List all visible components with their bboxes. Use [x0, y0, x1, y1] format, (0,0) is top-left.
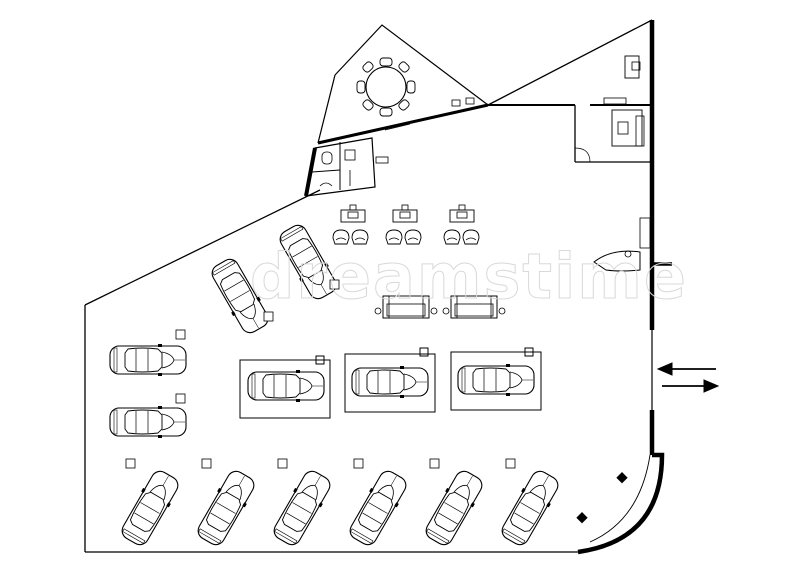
car-top-view-icon — [420, 466, 488, 550]
wall-diagonal-north — [487, 19, 653, 106]
chair-icon — [443, 229, 461, 245]
car-top-view-icon — [344, 466, 412, 550]
car-top-view-icon — [274, 220, 342, 304]
chair-icon — [332, 229, 350, 245]
car-top-view-icon — [457, 363, 535, 397]
arrow-right-icon — [662, 379, 720, 393]
car-top-view-icon — [206, 254, 274, 338]
car-top-view-icon — [247, 369, 325, 403]
chair-icon — [404, 229, 422, 245]
reception-counter — [593, 250, 641, 272]
car-top-view-icon — [268, 466, 336, 550]
car-top-view-icon — [116, 466, 184, 550]
column-2 — [576, 512, 588, 524]
curved-corner-wall — [577, 452, 665, 555]
lounge-sofa — [442, 295, 506, 319]
cars — [109, 220, 564, 550]
meeting-room — [317, 24, 489, 145]
chair-icon — [385, 229, 403, 245]
restroom-block — [304, 137, 389, 197]
outer-walls — [84, 19, 672, 555]
car-top-view-icon — [109, 343, 187, 377]
round-table-icon — [356, 57, 416, 117]
desk-icon — [340, 204, 366, 223]
display-platforms — [239, 347, 542, 419]
sales-desks — [332, 204, 480, 245]
column-1 — [616, 472, 628, 484]
desk-icon — [392, 204, 418, 223]
lounge-sofa — [374, 295, 438, 319]
chair-icon — [462, 229, 480, 245]
car-top-view-icon — [109, 405, 187, 439]
chair-icon — [351, 229, 369, 245]
office — [574, 55, 652, 249]
car-top-view-icon — [351, 365, 429, 399]
arrow-left-icon — [656, 362, 716, 376]
wall-diagonal-west — [84, 189, 321, 306]
desk-icon — [449, 204, 475, 223]
car-top-view-icon — [496, 466, 564, 550]
pillar-markers — [125, 279, 516, 469]
curved-glass-line — [589, 454, 651, 543]
car-top-view-icon — [192, 466, 260, 550]
